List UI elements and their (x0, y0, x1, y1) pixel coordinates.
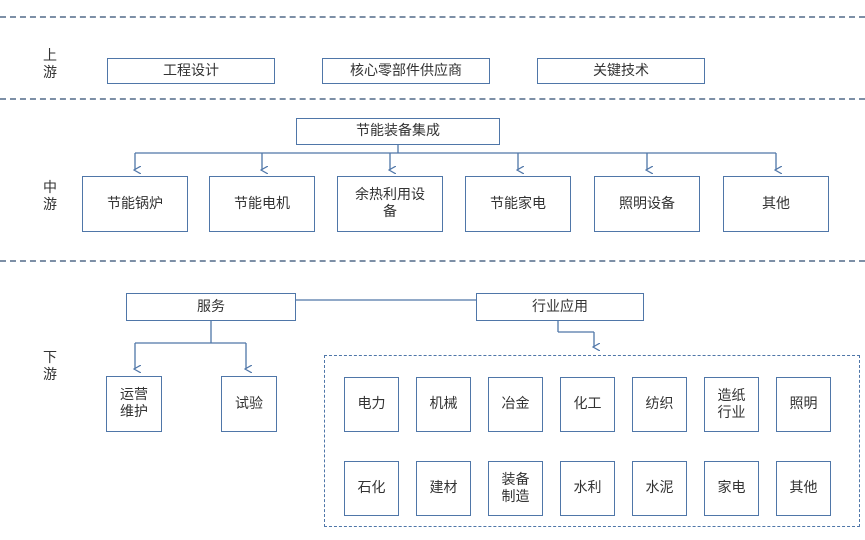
industry-applications-container (324, 355, 860, 527)
midstream-item-label: 节能电机 (234, 195, 290, 212)
industry-item-power: 电力 (344, 377, 399, 432)
midstream-item-label: 节能锅炉 (107, 195, 163, 212)
industry-item-label: 冶金 (501, 396, 530, 412)
upstream-item-label: 核心零部件供应商 (350, 62, 462, 79)
industry-item-label: 建材 (429, 480, 458, 496)
industry-item-petrochemical: 石化 (344, 461, 399, 516)
midstream-root: 节能装备集成 (296, 118, 500, 145)
midstream-item-appliance: 节能家电 (465, 176, 571, 232)
midstream-label-char-1: 中 (43, 180, 57, 196)
separator-upstream-midstream (0, 98, 865, 100)
upstream-item-label: 工程设计 (163, 62, 219, 79)
midstream-item-label: 照明设备 (619, 195, 675, 212)
industry-item-chemical: 化工 (560, 377, 615, 432)
midstream-item-label: 余热利用设备 (355, 187, 425, 220)
industry-item-papermaking: 造纸行业 (704, 377, 759, 432)
industry-item-label: 装备制造 (501, 471, 530, 505)
downstream-label-char-1: 下 (43, 350, 57, 366)
industry-item-textile: 纺织 (632, 377, 687, 432)
industry-item-label: 机械 (429, 396, 458, 412)
service-item-testing: 试验 (221, 376, 277, 432)
industry-item-label: 化工 (573, 396, 602, 412)
separator-midstream-downstream (0, 260, 865, 262)
industry-item-building-materials: 建材 (416, 461, 471, 516)
upstream-label-char-1: 上 (43, 48, 57, 64)
industry-item-label: 照明 (789, 396, 818, 412)
separator-top (0, 16, 865, 18)
midstream-item-label: 节能家电 (490, 195, 546, 212)
downstream-label-char-2: 游 (43, 367, 57, 383)
industry-item-label: 电力 (357, 396, 386, 412)
industry-item-equipment-manufacturing: 装备制造 (488, 461, 543, 516)
industry-item-label: 石化 (357, 480, 386, 496)
downstream-label: 下 游 (42, 350, 58, 384)
upstream-item-core-components: 核心零部件供应商 (322, 58, 490, 84)
industry-item-label: 水利 (573, 480, 602, 496)
downstream-industry-label: 行业应用 (532, 298, 588, 315)
downstream-industry: 行业应用 (476, 293, 644, 321)
industry-item-label: 水泥 (645, 480, 674, 496)
upstream-item-key-technology: 关键技术 (537, 58, 705, 84)
industry-item-home-appliances: 家电 (704, 461, 759, 516)
industry-item-label: 其他 (789, 480, 818, 496)
industry-item-label: 纺织 (645, 396, 674, 412)
upstream-label: 上 游 (42, 48, 58, 82)
upstream-label-char-2: 游 (43, 65, 57, 81)
midstream-item-motor: 节能电机 (209, 176, 315, 232)
downstream-services-label: 服务 (197, 298, 225, 315)
industry-item-machinery: 机械 (416, 377, 471, 432)
industry-item-water-conservancy: 水利 (560, 461, 615, 516)
industry-item-label: 造纸行业 (717, 387, 746, 421)
upstream-item-engineering-design: 工程设计 (107, 58, 275, 84)
midstream-label-char-2: 游 (43, 197, 57, 213)
industry-item-label: 家电 (717, 480, 746, 496)
downstream-services: 服务 (126, 293, 296, 321)
industry-item-cement: 水泥 (632, 461, 687, 516)
industry-item-lighting: 照明 (776, 377, 831, 432)
midstream-item-other: 其他 (723, 176, 829, 232)
industry-item-other: 其他 (776, 461, 831, 516)
service-item-operation: 运营维护 (106, 376, 162, 432)
midstream-root-label: 节能装备集成 (356, 123, 440, 139)
midstream-item-waste-heat: 余热利用设备 (337, 176, 443, 232)
industry-item-metallurgy: 冶金 (488, 377, 543, 432)
midstream-label: 中 游 (42, 180, 58, 214)
upstream-item-label: 关键技术 (593, 62, 649, 79)
midstream-item-lighting: 照明设备 (594, 176, 700, 232)
service-item-label: 试验 (235, 395, 263, 412)
midstream-item-boiler: 节能锅炉 (82, 176, 188, 232)
midstream-item-label: 其他 (762, 195, 790, 212)
service-item-label: 运营维护 (120, 387, 148, 420)
